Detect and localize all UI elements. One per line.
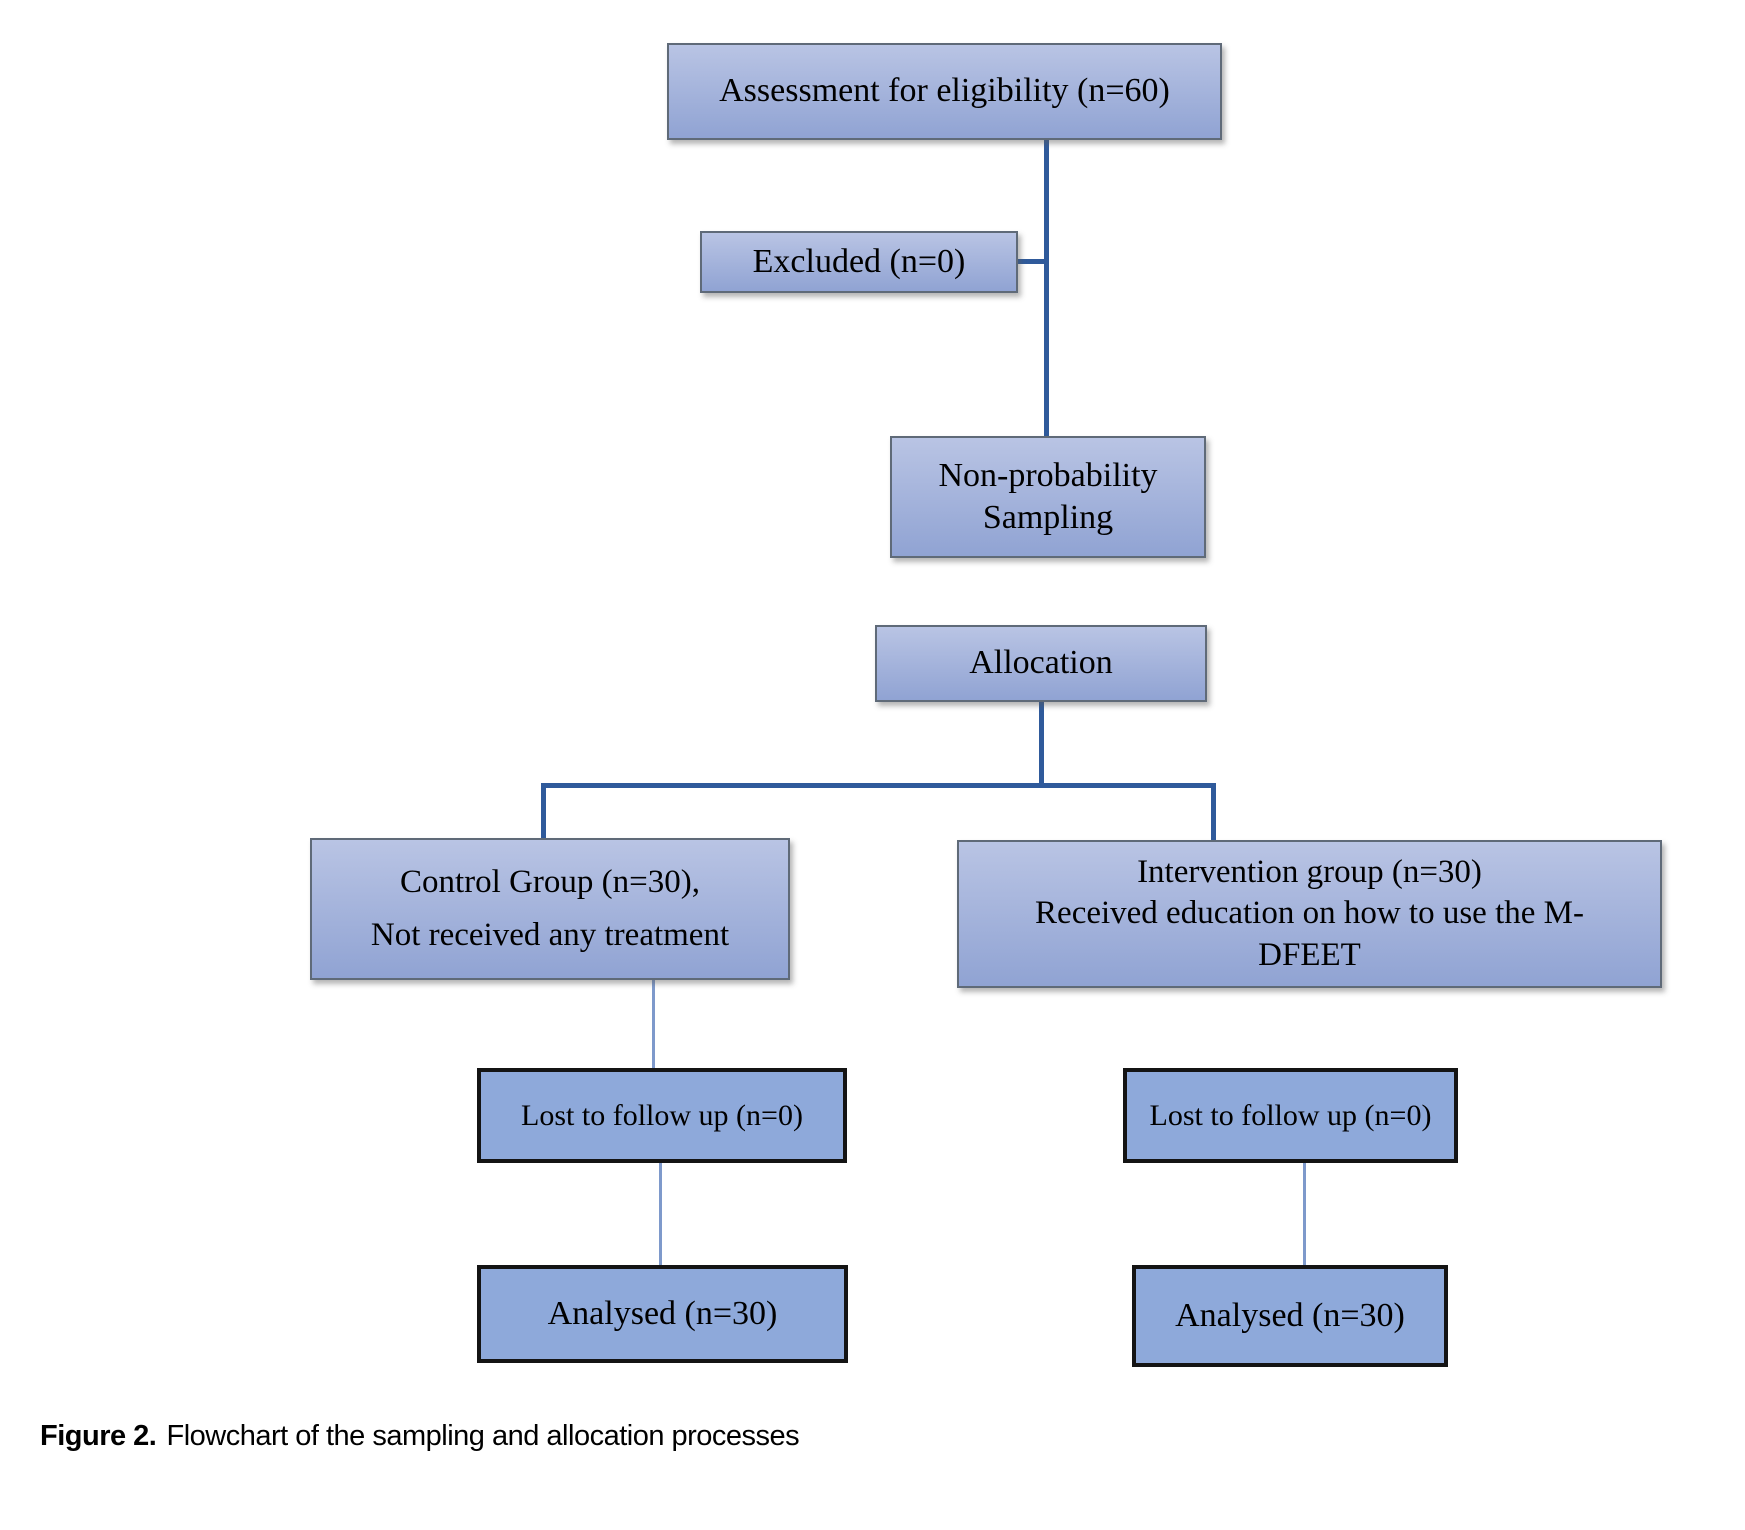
figure-caption: Figure 2. Flowchart of the sampling and a… — [40, 1420, 800, 1453]
flow-node-lost-intervention: Lost to follow up (n=0) — [1123, 1068, 1458, 1163]
node-text-line: Assessment for eligibility (n=60) — [719, 72, 1170, 110]
connector-lost-to-analysed-right — [1303, 1163, 1306, 1265]
flow-node-excluded: Excluded (n=0) — [700, 231, 1018, 293]
node-text-line: Non-probability — [938, 456, 1158, 494]
node-text-line: Sampling — [982, 499, 1114, 536]
node-text-line: Excluded (n=0) — [752, 242, 966, 280]
connector-excluded-stub — [1018, 259, 1044, 264]
node-text-line: Analysed (n=30) — [547, 1294, 778, 1332]
flow-node-lost-control: Lost to follow up (n=0) — [477, 1068, 847, 1163]
flow-node-allocation: Allocation — [875, 625, 1207, 702]
connector-control-to-lost — [652, 980, 655, 1068]
connector-assessment-to-sampling — [1044, 140, 1049, 437]
node-text-line: DFEET — [1258, 936, 1361, 973]
connector-branch-left-riser — [541, 783, 546, 838]
flow-node-control-group: Control Group (n=30), Not received any t… — [310, 838, 790, 980]
flow-node-sampling: Non-probability Sampling — [890, 436, 1206, 558]
connector-branch-horizontal — [541, 783, 1216, 788]
connector-allocation-drop — [1039, 702, 1044, 783]
flow-node-analysed-control: Analysed (n=30) — [477, 1265, 848, 1363]
node-text-line: Received education on how to use the M- — [1035, 895, 1584, 932]
connector-lost-to-analysed-left — [659, 1163, 662, 1265]
node-text-line: Control Group (n=30), — [400, 864, 700, 901]
node-text-line: Lost to follow up (n=0) — [1149, 1098, 1432, 1132]
figure-caption-label: Figure 2. — [40, 1420, 157, 1452]
node-text-line: Intervention group (n=30) — [1137, 854, 1482, 891]
flow-node-intervention-group: Intervention group (n=30) Received educa… — [957, 840, 1662, 988]
flow-node-assessment: Assessment for eligibility (n=60) — [667, 43, 1222, 140]
node-text-line: Lost to follow up (n=0) — [521, 1098, 803, 1132]
figure-caption-text: Flowchart of the sampling and allocation… — [166, 1420, 800, 1452]
node-text-line: Not received any treatment — [370, 917, 730, 953]
node-text-line: Allocation — [969, 644, 1113, 682]
flow-node-analysed-intervention: Analysed (n=30) — [1132, 1265, 1448, 1367]
connector-branch-right-riser — [1211, 783, 1216, 840]
node-text-line: Analysed (n=30) — [1175, 1296, 1405, 1334]
